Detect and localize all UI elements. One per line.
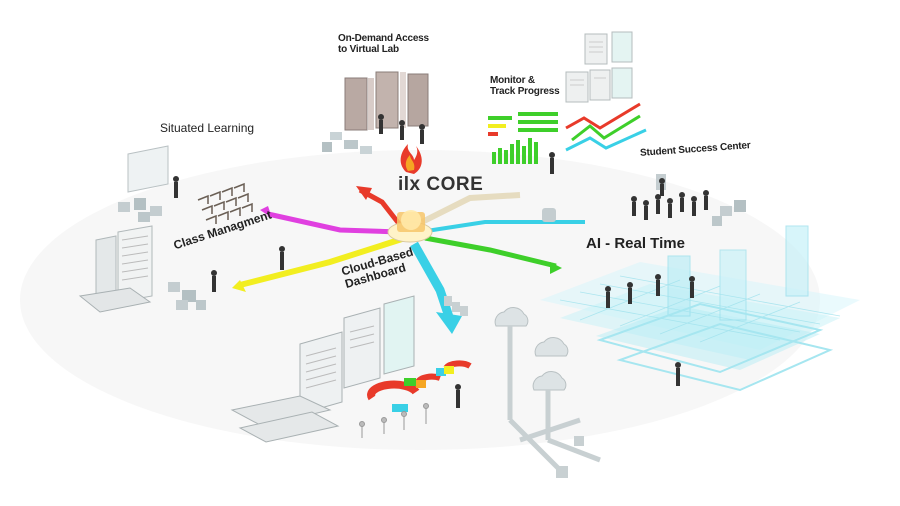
situated-learning-label: Situated Learning <box>160 121 255 135</box>
flame-icon <box>400 144 422 174</box>
arrow-dashboard <box>410 241 455 322</box>
monitor-label-line2: Track Progress <box>490 85 560 97</box>
monitor-label-line1: Monitor & <box>490 75 535 86</box>
situated-learning-scene <box>118 145 253 224</box>
virtual-lab-label-line2: to Virtual Lab <box>338 43 399 55</box>
monitor-scene <box>488 31 647 174</box>
arrow-situated <box>267 211 401 235</box>
connector-arrows <box>232 186 585 334</box>
ground-shadow <box>20 150 820 450</box>
student-success-scene <box>542 174 746 226</box>
core-title: ilx CORE <box>398 174 484 195</box>
ai-realtime-label: AI - Real Time <box>586 235 685 252</box>
ai-realtime-scene <box>540 225 860 392</box>
class-management-scene <box>78 225 285 313</box>
virtual-lab-scene <box>322 71 429 154</box>
cloud-pipes-scene <box>494 307 601 478</box>
virtual-lab-label: On-Demand Access to Virtual Lab <box>338 33 429 55</box>
arrow-monitor <box>420 192 521 225</box>
monitor-label: Monitor & Track Progress <box>490 75 560 97</box>
dashboard-scene <box>230 295 472 443</box>
arrow-class <box>239 235 406 288</box>
virtual-lab-label-line1: On-Demand Access <box>338 33 429 44</box>
arrow-ai <box>424 235 557 269</box>
